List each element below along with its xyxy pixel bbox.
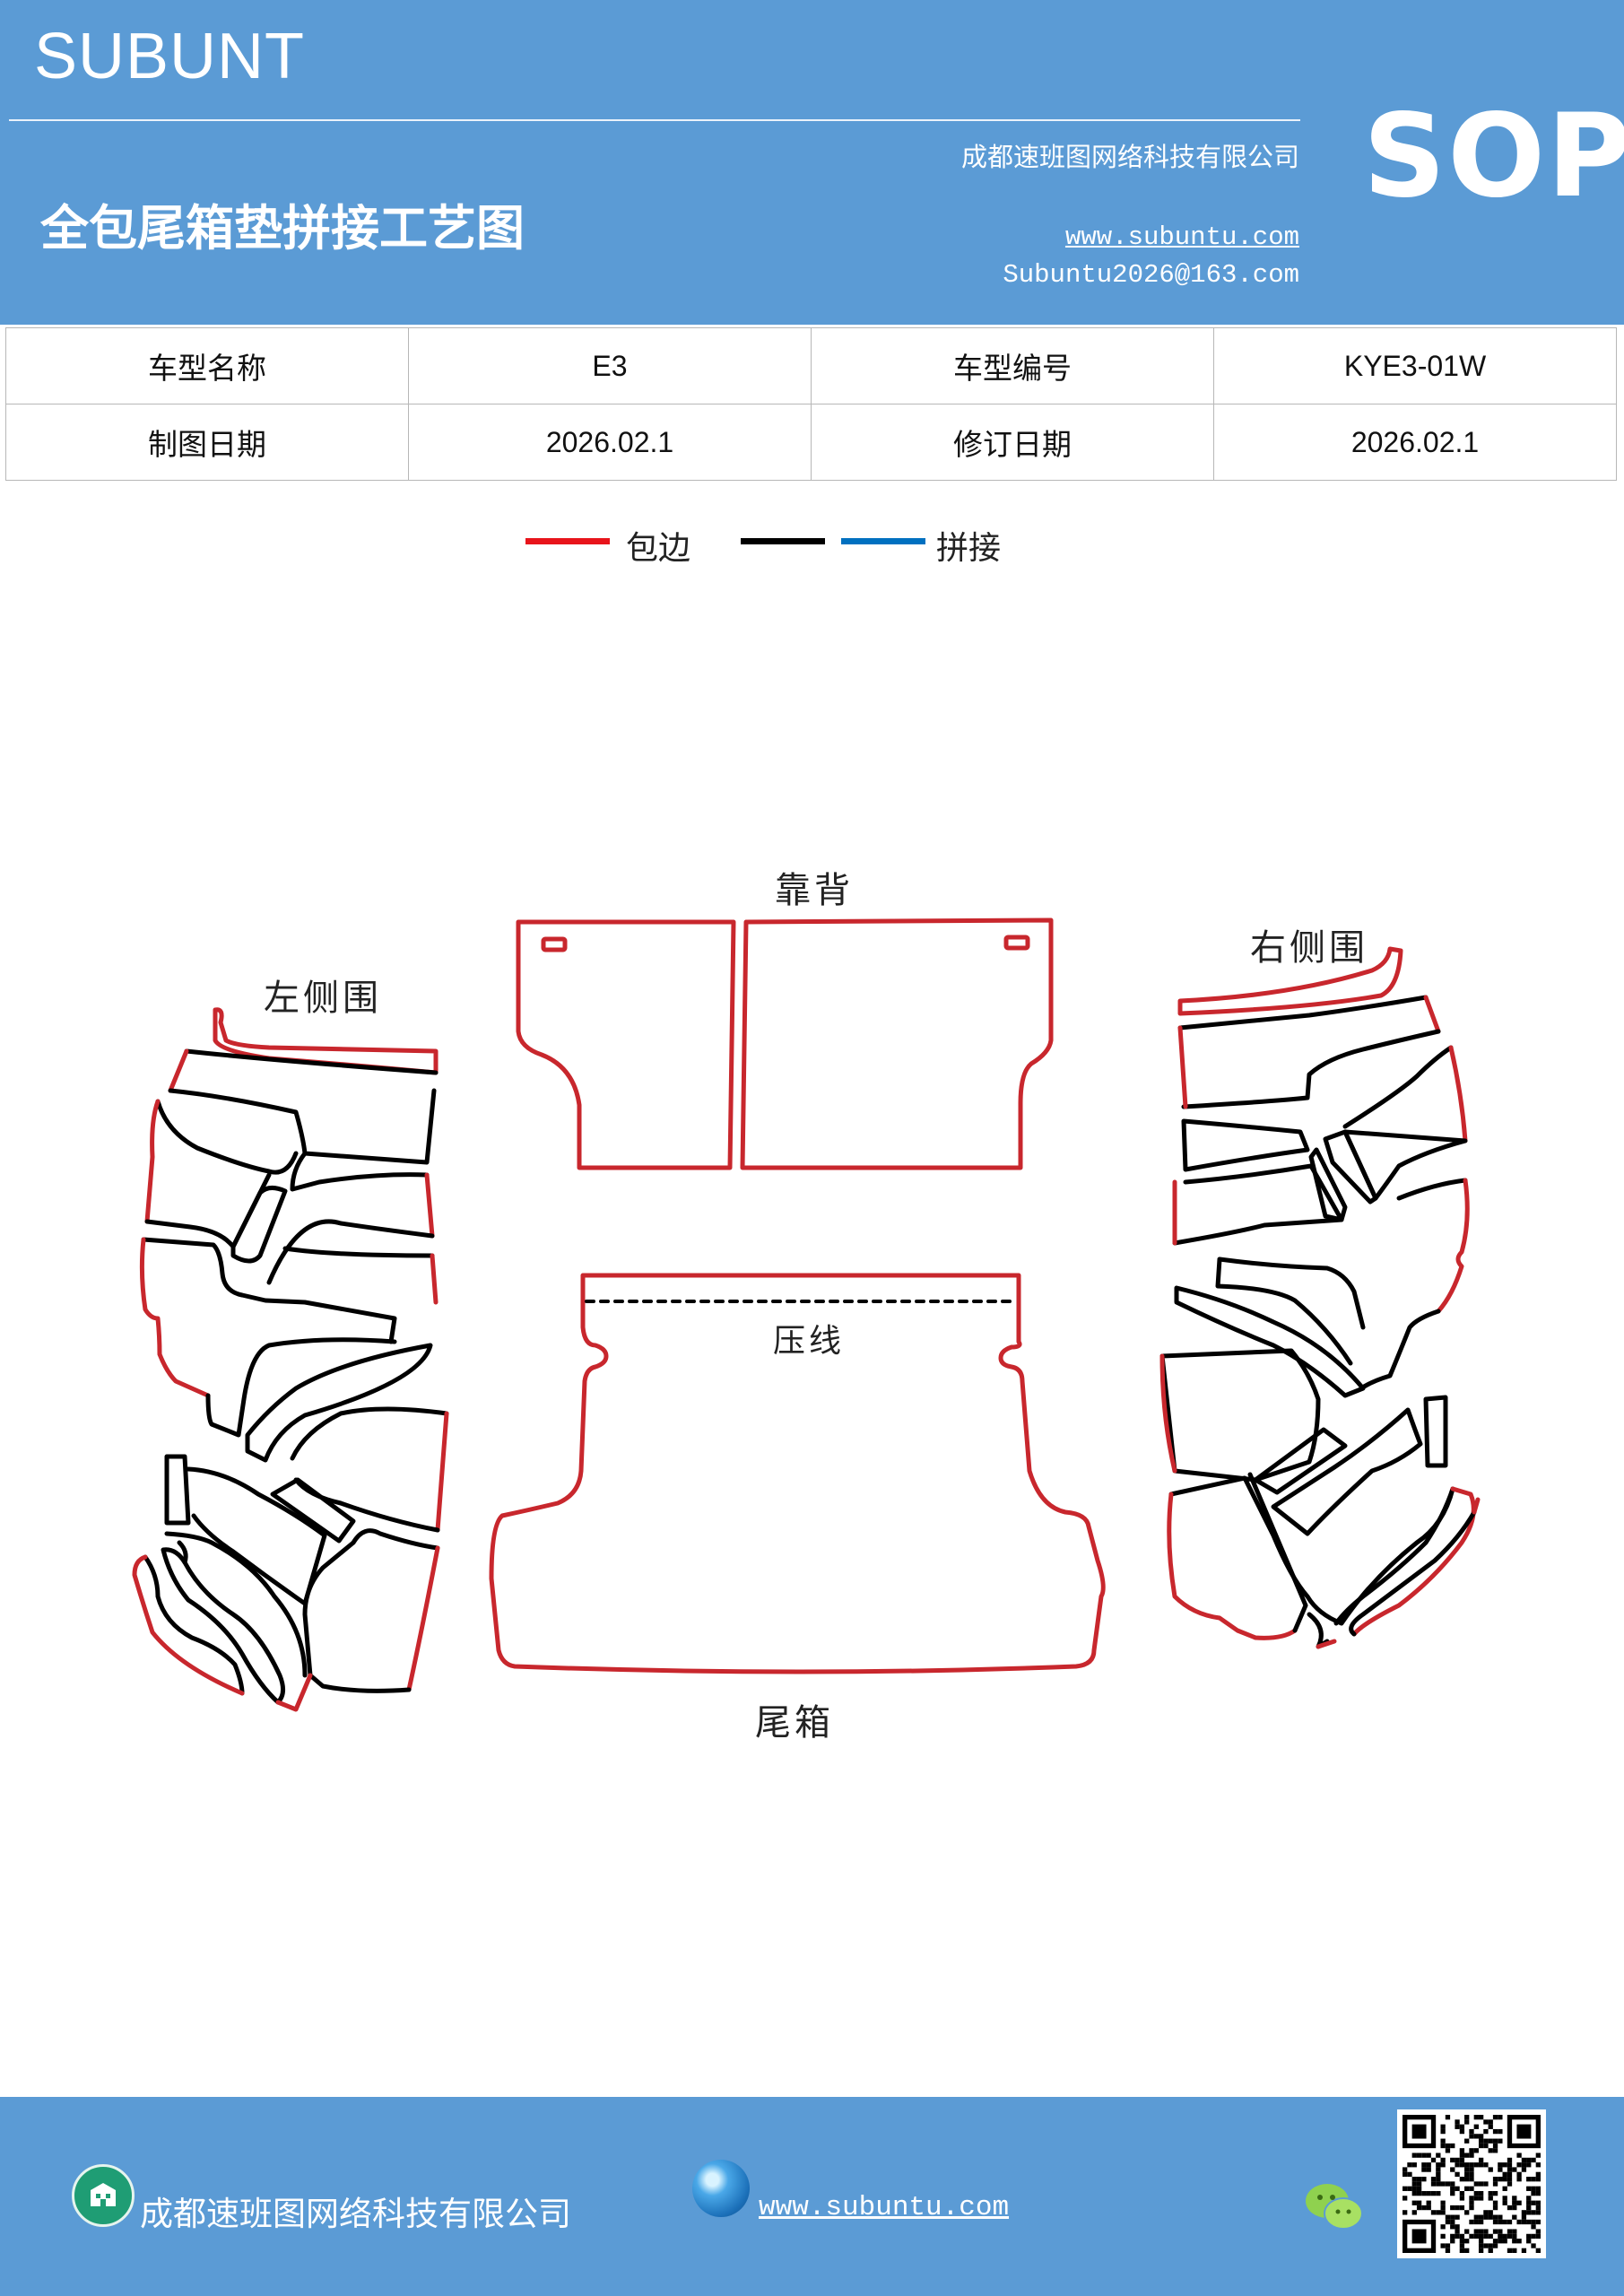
legend: 包边 拼接 <box>0 522 1624 576</box>
legend-label-seam: 拼接 <box>936 530 1002 567</box>
legend-swatch-edge <box>525 538 610 544</box>
label-backrest: 靠背 <box>775 870 854 911</box>
header-banner: SUBUNT 全包尾箱垫拼接工艺图 成都速班图网络科技有限公司 www.subu… <box>0 0 1624 325</box>
backrest-right-tab <box>1003 935 1030 951</box>
building-icon <box>72 2164 135 2227</box>
sop-badge: SOP <box>1363 90 1624 223</box>
footer-company: 成都速班图网络科技有限公司 <box>140 2195 571 2233</box>
legend-swatch-black <box>741 538 825 544</box>
value-revision-date: 2026.02.1 <box>1213 404 1617 481</box>
document-title: 全包尾箱垫拼接工艺图 <box>40 199 525 257</box>
value-drawing-date: 2026.02.1 <box>408 404 812 481</box>
value-model-code: KYE3-01W <box>1213 327 1617 404</box>
backrest-left-tab <box>541 936 568 952</box>
legend-label-edge: 包边 <box>626 530 691 567</box>
left-side-panel <box>132 1007 449 1712</box>
label-trunk: 尾箱 <box>755 1702 834 1744</box>
header-email[interactable]: Subuntu2026@163.com <box>1003 260 1299 290</box>
globe-icon <box>692 2160 750 2217</box>
backrest-right-panel <box>740 918 1054 1170</box>
label-model-name: 车型名称 <box>5 327 409 404</box>
trunk-floor-panel <box>489 1273 1106 1674</box>
label-revision-date: 修订日期 <box>811 404 1214 481</box>
brand-name: SUBUNT <box>34 21 306 92</box>
qr-code-pattern <box>1403 2115 1541 2253</box>
right-side-panel <box>1159 946 1481 1649</box>
footer-website-link[interactable]: www.subuntu.com <box>759 2192 1010 2223</box>
table-row: 制图日期 2026.02.1 修订日期 2026.02.1 <box>5 404 1617 481</box>
footer-banner: 成都速班图网络科技有限公司 www.subuntu.com <box>0 2097 1624 2296</box>
header-company: 成都速班图网络科技有限公司 <box>960 142 1299 172</box>
table-row: 车型名称 E3 车型编号 KYE3-01W <box>5 327 1617 404</box>
header-divider <box>9 119 1300 121</box>
vehicle-info-table: 车型名称 E3 车型编号 KYE3-01W 制图日期 2026.02.1 修订日… <box>5 327 1617 481</box>
legend-swatch-seam <box>841 538 925 544</box>
wechat-icon[interactable] <box>1302 2179 1367 2233</box>
label-right-side: 右侧围 <box>1250 927 1368 969</box>
label-crease: 压线 <box>773 1323 846 1360</box>
header-website-link[interactable]: www.subuntu.com <box>1064 222 1299 252</box>
qr-code[interactable] <box>1397 2109 1546 2258</box>
label-model-code: 车型编号 <box>811 327 1214 404</box>
label-left-side: 左侧围 <box>264 978 382 1019</box>
label-drawing-date: 制图日期 <box>5 404 409 481</box>
backrest-left-panel <box>516 919 736 1170</box>
value-model-name: E3 <box>408 327 812 404</box>
